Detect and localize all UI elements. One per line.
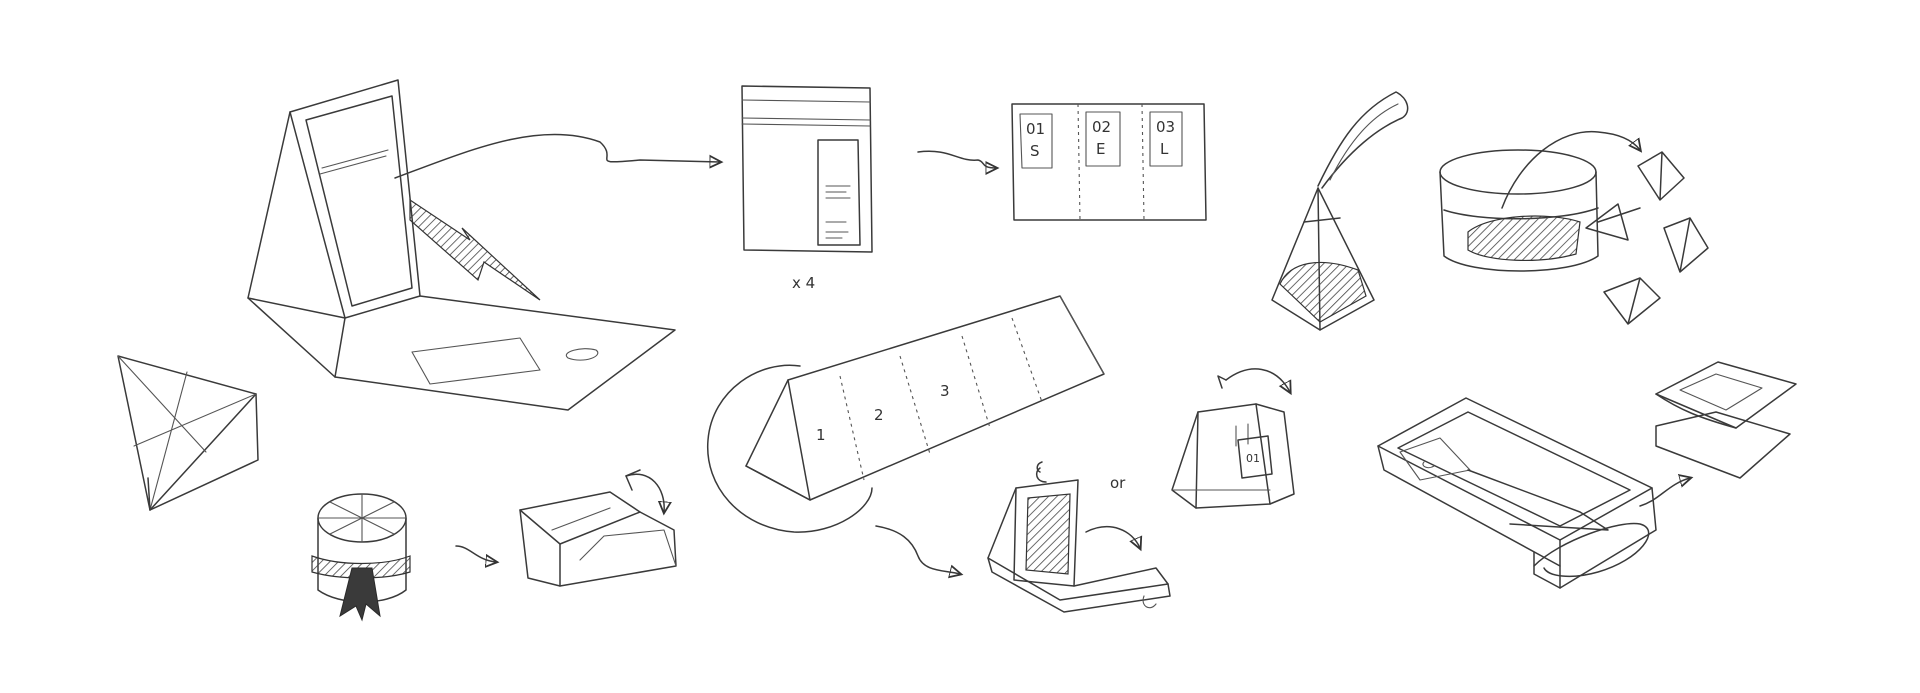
tab-2-letter: E <box>1096 140 1105 158</box>
canister-sketch <box>1439 130 1709 325</box>
pouch-front-sketch: x 4 <box>741 85 996 292</box>
segment-3-label: 3 <box>940 382 950 400</box>
bag-tag-label: 01 <box>1246 452 1260 465</box>
quantity-label: x 4 <box>792 274 815 292</box>
tab-2-number: 02 <box>1092 118 1111 136</box>
tab-3-number: 03 <box>1156 118 1175 136</box>
paper-bag-sketch: 01 <box>1171 368 1295 509</box>
option-or-label: or <box>1110 474 1126 492</box>
sliding-drawer-sketch <box>1377 361 1797 589</box>
pyramid-teabag-sketch <box>1271 91 1409 331</box>
segment-1-label: 1 <box>816 426 826 444</box>
open-tray-sketch <box>455 469 677 587</box>
easel-box-sketch <box>247 79 720 411</box>
segmented-prism-sketch: 1 2 3 <box>707 295 1105 574</box>
three-tab-card-sketch: 01 S 02 E 03 L <box>1011 103 1207 221</box>
triangle-prism-sketch <box>117 355 259 511</box>
tab-1-number: 01 <box>1026 120 1045 138</box>
tab-1-letter: S <box>1030 142 1040 160</box>
segment-2-label: 2 <box>874 406 884 424</box>
gift-box-sketch <box>311 493 411 622</box>
tab-3-letter: L <box>1160 140 1169 158</box>
easel-stand-sketch: or <box>987 461 1171 613</box>
